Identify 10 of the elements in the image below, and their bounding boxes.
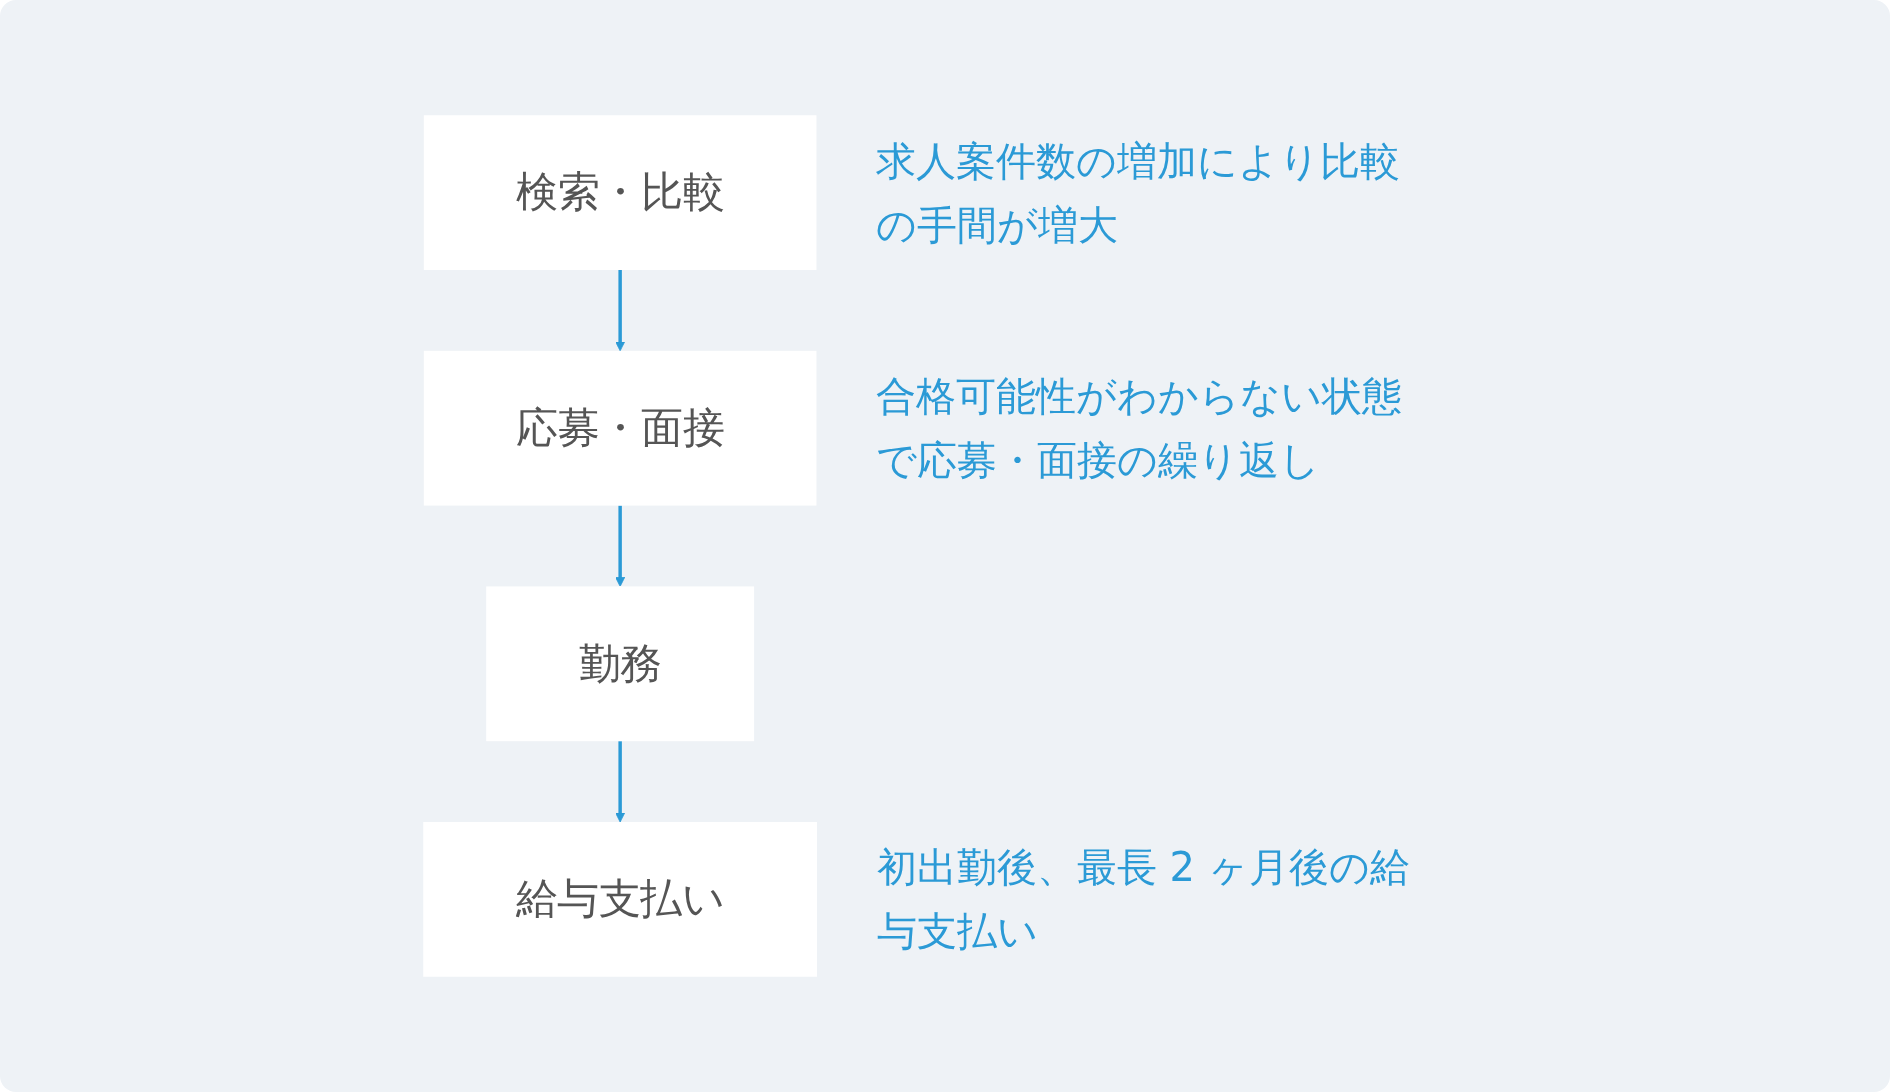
annotation-text: 合格可能性がわからない状態で応募・面接の繰り返し bbox=[876, 372, 1404, 486]
arrow bbox=[614, 741, 626, 823]
node-box: 応募・面接 bbox=[423, 350, 817, 506]
annotation-text: 求人案件数の増加により比較の手間が増大 bbox=[876, 136, 1402, 250]
node-box: 検索・比較 bbox=[423, 115, 817, 270]
node-box: 勤務 bbox=[486, 586, 754, 742]
annotation-text: 初出勤後、最長 2 ヶ月後の給与支払い bbox=[876, 843, 1411, 957]
arrow bbox=[614, 505, 626, 587]
node-box: 給与支払い bbox=[423, 822, 817, 977]
arrow bbox=[614, 270, 626, 352]
